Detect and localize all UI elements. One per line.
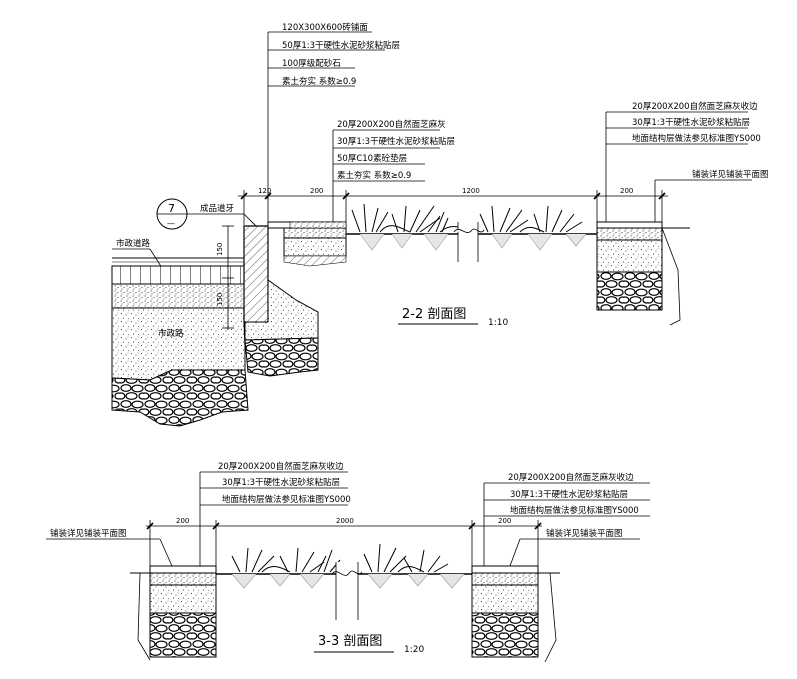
callout-3-3-left xyxy=(199,471,348,570)
callout-left-line-3: 100厚级配砂石 xyxy=(282,58,341,69)
road-brick-layer xyxy=(111,265,246,285)
paver-3-3-right-top xyxy=(471,565,539,574)
callout-left-line-4: 素土夯实 系数≥0.9 xyxy=(282,76,356,87)
section-3-3-title: 3-3 剖面图 xyxy=(318,634,382,649)
dim-side-150-b: 150 xyxy=(216,293,224,306)
dim-3-3-2000: 2000 xyxy=(336,517,354,525)
index-symbol xyxy=(156,198,259,230)
dim-200-b: 200 xyxy=(620,187,633,195)
dimension-line-side xyxy=(222,225,234,330)
paver-edge-right-mortar xyxy=(596,227,663,241)
callout-3-3-left-line-2: 30厚1:3干硬性水泥砂浆粘贴层 xyxy=(222,477,340,488)
paver-edge-left-ground xyxy=(283,255,347,267)
paver-3-3-right-stone xyxy=(471,612,539,658)
paver-edge-right-stone xyxy=(596,271,663,311)
paver-3-3-left-concrete xyxy=(149,584,217,614)
section-2-2: 120X300X600砖铺面 50厚1:3干硬性水泥砂浆粘贴层 100厚级配砂石… xyxy=(111,22,769,427)
index-number: 7 xyxy=(168,202,175,215)
section-2-2-scale: 1:10 xyxy=(488,318,508,328)
dim-side-150-a: 150 xyxy=(216,243,224,256)
callout-mid-line-2: 30厚1:3干硬性水泥砂浆粘贴层 xyxy=(337,136,455,147)
curb-stone xyxy=(244,337,319,377)
callout-3-3-right-line-1: 20厚200X200自然面芝麻灰收边 xyxy=(508,472,634,483)
callout-right-line-2: 30厚1:3干硬性水泥砂浆粘贴层 xyxy=(632,117,750,128)
road-mortar-layer xyxy=(111,283,246,309)
callout-mid-line-3: 50厚C10素砼垫层 xyxy=(337,153,407,164)
callout-right xyxy=(605,111,748,225)
ground-right-edge xyxy=(661,227,681,326)
dim-200-a: 200 xyxy=(310,187,323,195)
planting-3-3-soil xyxy=(231,573,465,589)
dim-3-3-200-b: 200 xyxy=(498,517,511,525)
index-sub: — xyxy=(167,219,175,228)
break-line-2-2 xyxy=(453,222,485,262)
planting-3-3-grass xyxy=(231,543,449,573)
callout-3-3-left-line-3: 地面结构层做法参见标准图YS000 xyxy=(222,494,351,505)
callout-mid-line-4: 素土夯实 系数≥0.9 xyxy=(337,170,411,181)
planting-grass xyxy=(351,203,583,233)
callout-left-line-2: 50厚1:3干硬性水泥砂浆粘贴层 xyxy=(282,40,400,51)
callout-3-3-right xyxy=(483,482,650,570)
road-stone-base xyxy=(111,369,249,427)
section-2-2-title: 2-2 剖面图 xyxy=(402,307,466,322)
paver-edge-right-top xyxy=(596,221,663,229)
paver-3-3-right-concrete xyxy=(471,584,539,614)
dim-1200: 1200 xyxy=(462,187,480,195)
paver-3-3-right-mortar xyxy=(471,572,539,586)
callout-mid xyxy=(332,129,440,225)
label-curb: 成品道牙 xyxy=(200,203,234,214)
note-3-3-left-leader-2 xyxy=(159,538,173,567)
callout-3-3-right-line-2: 30厚1:3干硬性水泥砂浆粘贴层 xyxy=(510,489,628,500)
section-3-3: 20厚200X200自然面芝麻灰收边 30厚1:3干硬性水泥砂浆粘贴层 地面结构… xyxy=(46,461,650,663)
note-3-3-left: 铺装详见铺装平面图 xyxy=(50,528,127,539)
ground-3-3-left-edge xyxy=(137,572,151,661)
planting-soil-hatch xyxy=(359,233,587,251)
label-road-fill: 市政路 xyxy=(158,328,184,339)
break-line-3-3 xyxy=(331,562,363,620)
section-3-3-scale: 1:20 xyxy=(404,645,424,655)
paver-edge-right-concrete xyxy=(596,239,663,273)
road-base xyxy=(111,307,246,381)
label-road: 市政道路 xyxy=(116,238,151,249)
paver-3-3-left-mortar xyxy=(149,572,217,586)
paver-3-3-left-top xyxy=(149,565,217,574)
paver-edge-left-mortar xyxy=(283,227,347,239)
dimension-line-top xyxy=(238,190,668,225)
dim-120: 120 xyxy=(258,187,271,195)
paver-3-3-left-stone xyxy=(149,612,217,658)
callout-3-3-left-line-1: 20厚200X200自然面芝麻灰收边 xyxy=(218,461,344,472)
note-3-3-right: 铺装详见铺装平面图 xyxy=(546,528,623,539)
callout-right-line-3: 地面结构层做法参见标准图YS000 xyxy=(632,133,761,144)
note-3-3-right-leader-2 xyxy=(509,538,521,567)
dimension-line-3-3 xyxy=(146,520,542,570)
callout-mid-line-1: 20厚200X200自然面芝麻灰 xyxy=(337,119,446,130)
callout-left-line-1: 120X300X600砖铺面 xyxy=(282,22,368,33)
callout-right-line-1: 20厚200X200自然面芝麻灰收边 xyxy=(632,101,758,112)
paver-edge-left-cap xyxy=(289,221,347,229)
callout-3-3-right-line-3: 地面结构层做法参见标准图YS000 xyxy=(510,505,639,516)
note-right: 铺装详见铺装平面图 xyxy=(692,169,769,180)
ground-3-3-right-edge xyxy=(544,572,557,663)
dim-3-3-200-a: 200 xyxy=(176,517,189,525)
paver-edge-left-concrete xyxy=(283,237,347,257)
